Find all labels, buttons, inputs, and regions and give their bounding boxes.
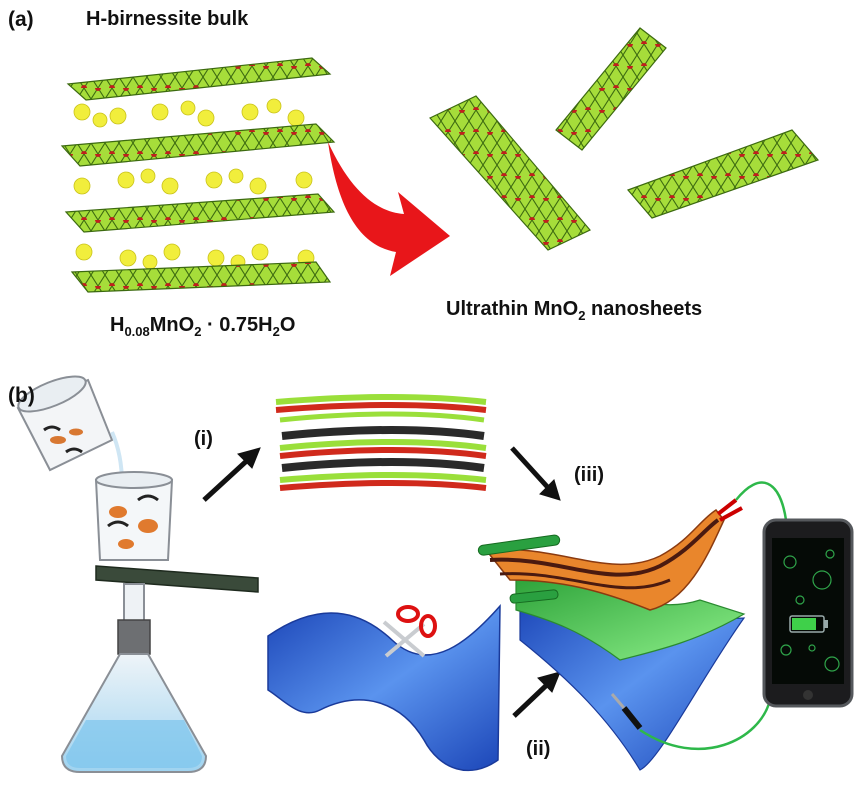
arrow-i xyxy=(202,454,254,502)
filter-funnel xyxy=(94,471,174,561)
birnessite-bulk-structure xyxy=(60,57,336,293)
step-i-label: (i) xyxy=(194,428,213,450)
battery-icon xyxy=(789,615,828,633)
bulk-formula: H0.08MnO2 · 0.75H2O xyxy=(110,314,296,339)
panel-b-label: (b) xyxy=(8,384,35,407)
octahedral-layers xyxy=(60,57,336,293)
blue-film xyxy=(267,603,501,772)
phone-icon xyxy=(762,518,854,708)
nanosheets-label: Ultrathin MnO2 nanosheets xyxy=(446,298,703,323)
panel-a-label: (a) xyxy=(8,8,34,31)
mno2-nanosheets xyxy=(429,27,820,251)
composite-stack xyxy=(275,394,487,491)
interlayer-spheres xyxy=(73,98,315,270)
wires xyxy=(639,481,790,751)
step-ii-label: (ii) xyxy=(526,738,551,760)
flexible-supercapacitor xyxy=(477,498,746,771)
step-iii-label: (iii) xyxy=(574,464,604,486)
bulk-title: H-birnessite bulk xyxy=(86,8,249,30)
process-arrows xyxy=(202,446,561,718)
beaker-icon xyxy=(16,375,114,472)
filter-flask-icon xyxy=(60,583,208,773)
red-exfoliation-arrow xyxy=(328,142,450,276)
arrow-iii xyxy=(510,446,554,494)
vacuum-filtration-setup xyxy=(16,375,259,773)
scissors-icon xyxy=(382,605,437,658)
filter-clamp xyxy=(95,565,259,593)
